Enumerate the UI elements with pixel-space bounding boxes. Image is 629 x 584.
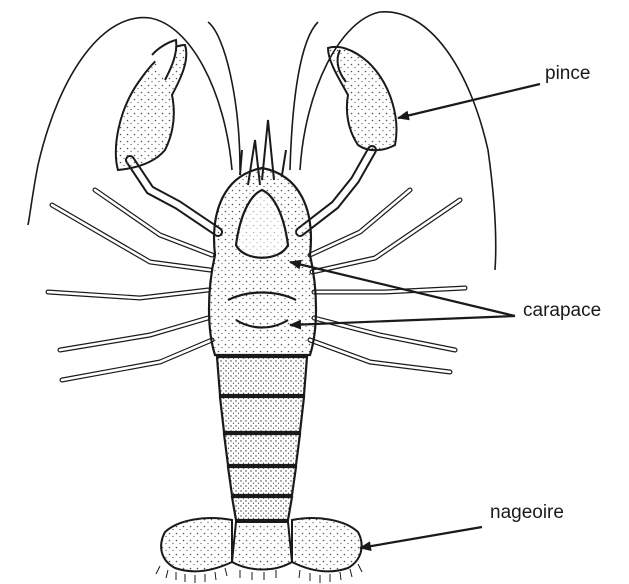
label-pince: pince (545, 63, 590, 85)
tail-fan (161, 518, 362, 571)
right-legs-inner (310, 190, 465, 372)
right-legs (310, 190, 465, 372)
label-carapace: carapace (523, 300, 601, 322)
left-claw (116, 40, 218, 232)
nageoire-arrow (360, 527, 482, 548)
abdomen (217, 357, 307, 520)
right-claw (300, 47, 396, 232)
carapace-shape (209, 168, 316, 355)
label-nageoire: nageoire (490, 502, 564, 524)
